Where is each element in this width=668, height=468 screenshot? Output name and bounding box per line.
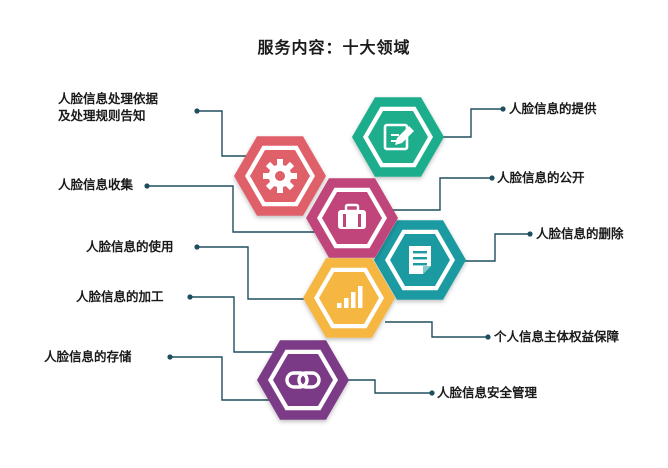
hexagon-layer	[234, 97, 466, 420]
connector-left-4	[190, 296, 282, 353]
hexagon-5	[303, 258, 395, 338]
right-label-5: 人脸信息安全管理	[437, 385, 538, 400]
hexagon-3	[306, 178, 398, 258]
connector-right-2	[385, 177, 492, 211]
left-label-4: 人脸信息的加工	[76, 289, 164, 304]
dot-right-1	[500, 106, 506, 112]
left-label-5: 人脸信息的存储	[44, 349, 132, 364]
connector-right-3	[448, 233, 530, 262]
hexagon-6	[257, 340, 349, 420]
connector-left-1	[197, 110, 264, 157]
gear-icon	[263, 159, 297, 193]
dot-left-2	[144, 183, 150, 189]
right-label-1: 人脸信息的提供	[509, 101, 597, 116]
briefcase-icon	[338, 203, 366, 229]
connector-left-5	[170, 356, 275, 401]
dot-right-5	[429, 390, 435, 396]
hexagon-1	[352, 97, 444, 177]
connector-right-4	[385, 321, 488, 338]
dot-left-1	[194, 108, 200, 114]
dot-right-4	[485, 334, 491, 340]
right-label-2: 人脸信息的公开	[497, 170, 585, 185]
left-label-3: 人脸信息的使用	[86, 239, 174, 254]
left-label-2: 人脸信息收集	[58, 177, 134, 192]
edit-icon	[383, 123, 414, 151]
hexagon-2	[234, 136, 326, 216]
dot-left-4	[187, 294, 193, 300]
document-icon	[409, 246, 431, 274]
dot-left-5	[167, 354, 173, 360]
chart-bars-icon	[337, 286, 363, 308]
dot-right-3	[527, 231, 533, 237]
hexagon-4	[374, 220, 466, 300]
connector-left-2	[147, 185, 320, 233]
left-label-1: 人脸信息处理依据及处理规则告知	[58, 91, 159, 123]
connector-left-3	[197, 246, 312, 300]
dot-left-3	[194, 244, 200, 250]
connector-right-5	[345, 379, 432, 394]
link-icon	[285, 371, 321, 389]
connector-right-1	[420, 108, 503, 138]
right-label-4: 个人信息主体权益保障	[494, 329, 620, 344]
dot-right-2	[489, 175, 495, 181]
page-title: 服务内容：十大领域	[257, 38, 411, 57]
right-label-3: 人脸信息的删除	[536, 226, 624, 241]
